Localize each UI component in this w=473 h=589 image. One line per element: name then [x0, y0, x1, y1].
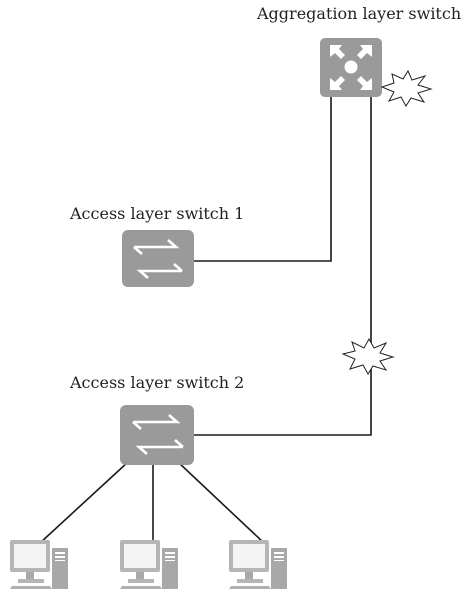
fault-burst-icon-link: [341, 337, 395, 375]
access-switch-1-icon: [122, 230, 194, 287]
link-access2-to-pc-left: [39, 461, 129, 544]
connections: [39, 97, 372, 544]
desktop-computer-icon: [8, 540, 68, 589]
access-switch-2-label: Access layer switch 2: [70, 373, 245, 392]
access-switch-1-label: Access layer switch 1: [70, 204, 245, 223]
aggregation-switch-icon: [320, 38, 382, 97]
link-access2-to-aggregation: [194, 97, 372, 436]
access-switch-2-icon: [120, 405, 194, 465]
link-access2-to-pc-right: [177, 461, 265, 544]
aggregation-switch-label: Aggregation layer switch: [257, 4, 462, 23]
desktop-computer-icon: [118, 540, 178, 589]
fault-burst-icon-aggregation: [380, 69, 433, 107]
desktop-computer-icon: [227, 540, 287, 589]
link-access1-to-aggregation: [178, 97, 332, 262]
